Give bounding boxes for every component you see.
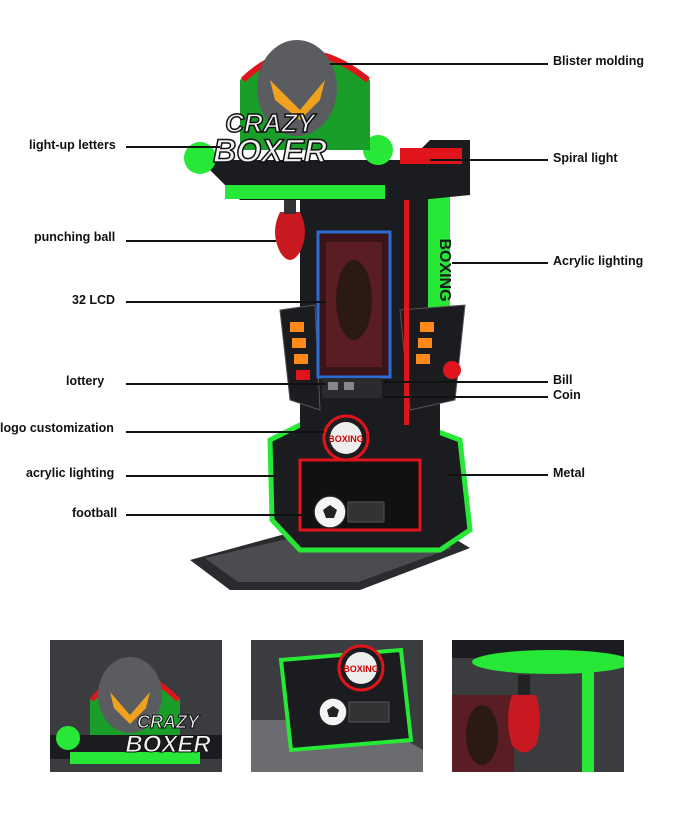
thumb2-badge-text: BOXING <box>343 664 379 674</box>
callout-acrylic-lighting-left: acrylic lighting <box>26 466 115 480</box>
callout-bill: Bill <box>553 373 573 387</box>
thumb1-logo-line2: BOXER <box>125 731 211 758</box>
callout-line <box>126 146 220 148</box>
callout-lottery: lottery <box>66 374 105 388</box>
callout-line <box>384 396 548 398</box>
callout-line <box>384 381 548 383</box>
callout-line <box>126 514 314 516</box>
callout-line <box>126 240 276 242</box>
callout-football: football <box>72 506 118 520</box>
thumbnail-football-closeup: BOXING <box>251 640 423 772</box>
callout-metal: Metal <box>553 466 585 480</box>
callout-acrylic-lighting-right: Acrylic lighting <box>553 254 644 268</box>
callout-punching-ball: punching ball <box>34 230 116 244</box>
callout-line <box>330 63 548 65</box>
callout-logo-customization: logo customization <box>0 421 114 435</box>
left-green-ball <box>184 142 216 174</box>
callout-light-up-letters: light-up letters <box>29 138 116 152</box>
thumb1-logo-line1: CRAZY <box>137 712 201 732</box>
callout-line <box>126 301 326 303</box>
thumbnail-punching-ball-closeup <box>452 640 624 772</box>
badge-text: BOXING <box>328 434 364 444</box>
right-green-ball <box>363 135 393 165</box>
helmet <box>257 40 337 136</box>
logo-line1: CRAZY <box>225 108 317 138</box>
arcade-machine-illustration: BOXING BOXING CRAZY BOXER <box>184 40 473 590</box>
callout-spiral-light: Spiral light <box>553 151 618 165</box>
callout-coin: Coin <box>553 388 581 402</box>
punching-ball <box>275 212 305 260</box>
thumbnail-logo-closeup: CRAZY BOXER <box>50 640 222 772</box>
callout-32-lcd: 32 LCD <box>72 293 116 307</box>
callout-line <box>430 159 548 161</box>
side-text: BOXING <box>436 238 453 301</box>
callout-line <box>126 475 276 477</box>
callout-line <box>126 383 326 385</box>
callout-blister-molding: Blister molding <box>553 54 644 68</box>
callout-line <box>452 262 548 264</box>
callout-line <box>448 474 548 476</box>
logo-line2: BOXER <box>213 133 327 169</box>
right-wing <box>399 304 466 411</box>
callout-line <box>126 431 324 433</box>
